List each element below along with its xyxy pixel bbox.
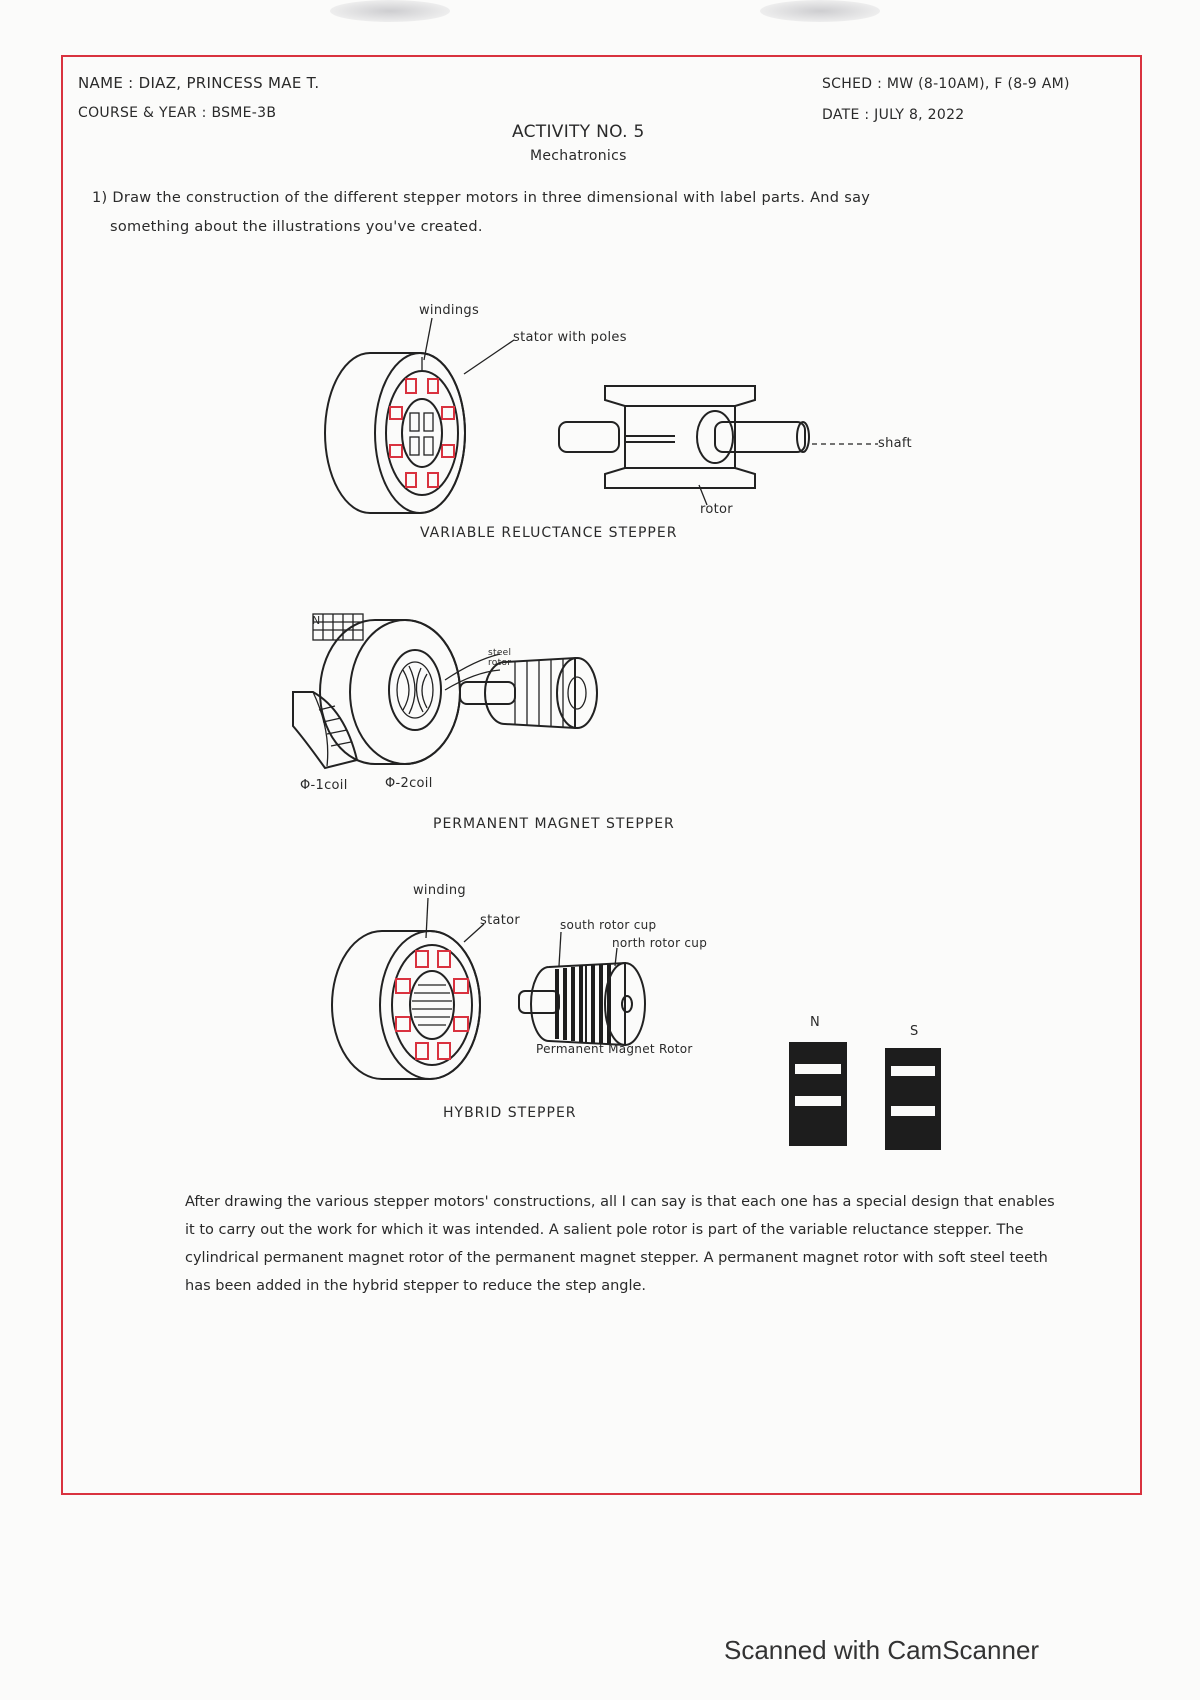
label-rotor: rotor [700,502,733,517]
leader-hybrid-stator [463,923,485,943]
label-shaft: shaft [878,436,912,451]
instruction-line-1: 1) Draw the construction of the differen… [92,190,871,206]
caption-variable-reluctance: VARIABLE RELUCTANCE STEPPER [420,525,678,541]
label-pm-rotor: Permanent Magnet Rotor [536,1042,693,1056]
hybrid-stator-drawing [331,930,481,1080]
variable-reluctance-stator-drawing [324,352,466,514]
scan-shadow-right [760,0,880,22]
leader-windings [423,317,433,361]
instruction-line-2: something about the illustrations you've… [110,219,483,235]
subject: Mechatronics [530,148,627,164]
label-hybrid-n: N [810,1015,821,1030]
label-pm-n: N [312,614,321,627]
label-hybrid-s: S [910,1024,919,1039]
scan-shadow-left [330,0,450,22]
course-year: COURSE & YEAR : BSME-3B [78,105,277,121]
reflection-paragraph: After drawing the various stepper motors… [185,1194,1055,1294]
caption-hybrid: HYBRID STEPPER [443,1105,577,1121]
leader-shaft [812,443,878,445]
page-border [61,55,1142,1495]
date: DATE : JULY 8, 2022 [822,107,965,123]
camscanner-watermark: Scanned with CamScanner [724,1635,1040,1665]
label-north-rotor-cup: north rotor cup [612,936,708,950]
schedule: SCHED : MW (8-10AM), F (8-9 AM) [822,76,1070,92]
activity-title: ACTIVITY NO. 5 [512,122,645,142]
student-name: NAME : DIAZ, PRINCESS MAE T. [78,74,320,92]
label-stator-poles: stator with poles [513,330,627,345]
label-hybrid-winding: winding [413,883,466,898]
leader-rotor-cups [558,931,618,967]
leader-rotor [698,484,708,506]
label-coil-2: Φ-2coil [385,776,433,791]
leader-hybrid-winding [425,897,429,939]
hybrid-rotor-drawing [518,961,646,1047]
caption-permanent-magnet: PERMANENT MAGNET STEPPER [433,816,675,832]
label-hybrid-stator: stator [480,913,521,928]
label-coil-1: Φ-1coil [300,778,348,793]
permanent-magnet-stepper-drawing [292,613,598,770]
label-south-rotor-cup: south rotor cup [560,918,657,932]
leader-stator-poles [463,339,515,375]
variable-reluctance-rotor-drawing [558,385,810,489]
label-pm-steel-rotor: steel rotor [488,648,512,668]
label-windings: windings [419,303,480,318]
north-south-magnet-drawing [789,1042,941,1150]
